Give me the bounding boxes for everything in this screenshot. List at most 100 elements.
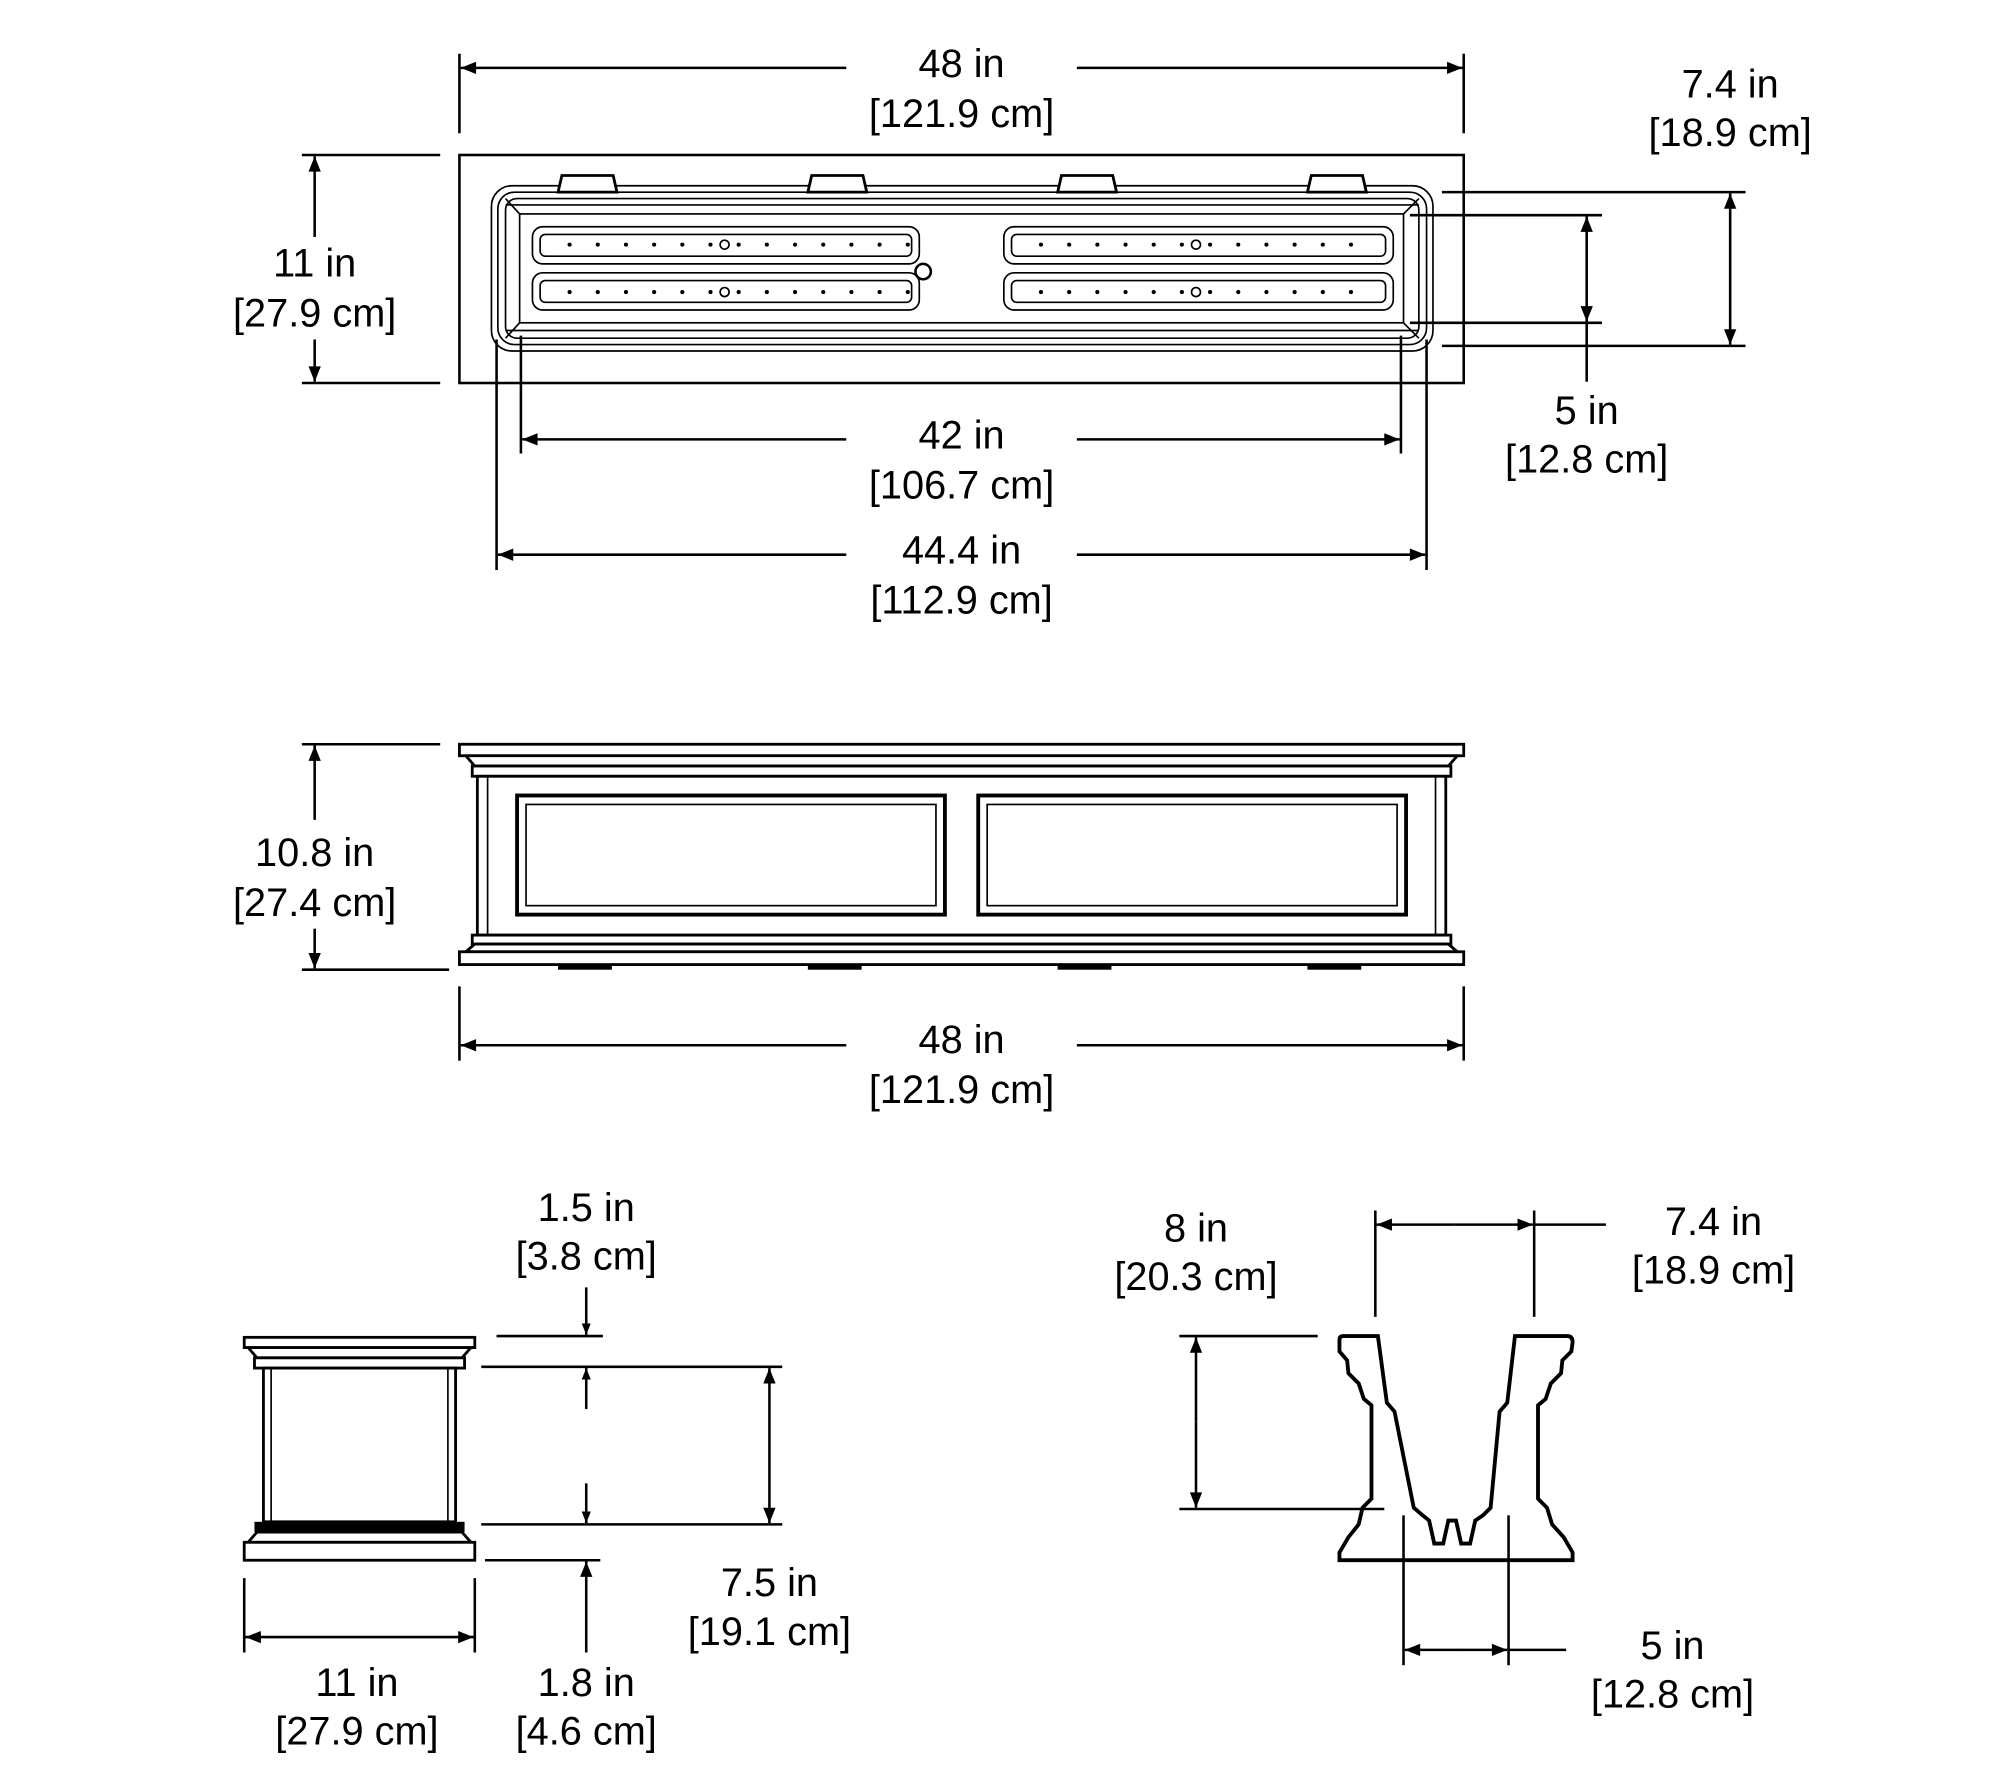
dim-label-cm: [27.4 cm] xyxy=(233,881,396,925)
drain-dot xyxy=(1067,242,1072,247)
drain-dot xyxy=(1236,242,1241,247)
dim-label-cm: [12.8 cm] xyxy=(1591,1673,1754,1717)
dim-side-base: 1.8 in [4.6 cm] xyxy=(485,1558,657,1754)
drain-dot xyxy=(708,290,713,295)
drain-dot xyxy=(821,290,826,295)
dim-label-in: 8 in xyxy=(1164,1206,1228,1250)
dim-label-cm: [18.9 cm] xyxy=(1649,111,1812,155)
profile-section xyxy=(1337,1334,1575,1563)
drain-dot xyxy=(1038,290,1044,295)
dim-label-in: 7.4 in xyxy=(1665,1200,1762,1244)
dim-top-overall-width: 11 in [27.9 cm] xyxy=(233,153,441,385)
drain-dot xyxy=(1348,290,1354,295)
drain-dot xyxy=(623,242,629,247)
drain-dot xyxy=(1348,242,1354,247)
drain-dot xyxy=(764,242,769,247)
drain-dot xyxy=(680,290,685,295)
drain-dot xyxy=(652,290,657,295)
dim-top-inner-width-top: 7.4 in [18.9 cm] xyxy=(1441,62,1812,348)
drain-dot xyxy=(1264,290,1269,295)
drain-dot xyxy=(1292,242,1297,247)
side-view xyxy=(242,1335,477,1562)
drain-plug xyxy=(914,262,933,281)
front-base xyxy=(458,950,1466,966)
drain-dot xyxy=(623,290,629,295)
dim-label-cm: [3.8 cm] xyxy=(516,1234,657,1278)
dim-label-in: 7.4 in xyxy=(1682,62,1779,106)
drain-dot xyxy=(821,242,826,247)
drain-dot xyxy=(1123,242,1128,247)
dim-label-cm: [18.9 cm] xyxy=(1632,1249,1795,1293)
drain-dot xyxy=(1038,242,1044,247)
drain-dot xyxy=(652,242,657,247)
dim-label-cm: [27.9 cm] xyxy=(233,292,396,336)
drain-dot xyxy=(736,242,741,247)
drain-dot xyxy=(567,290,572,295)
dim-label-in: 48 in xyxy=(919,1018,1005,1062)
drain-dot xyxy=(792,242,798,247)
dim-label-in: 1.8 in xyxy=(538,1661,635,1705)
dim-top-overall-length: 48 in [121.9 cm] xyxy=(458,42,1465,136)
dim-top-inner-width-bottom: 5 in [12.8 cm] xyxy=(1409,213,1668,482)
drain-dot xyxy=(736,290,741,295)
drain-dot xyxy=(1179,290,1184,295)
dim-front-length: 48 in [121.9 cm] xyxy=(458,986,1465,1112)
drain-dot xyxy=(849,290,854,295)
drain-dot xyxy=(595,242,600,247)
dim-label-cm: [27.9 cm] xyxy=(275,1710,438,1754)
dim-label-cm: [121.9 cm] xyxy=(869,1068,1054,1112)
drain-dot xyxy=(1179,242,1184,247)
dim-label-in: 42 in xyxy=(919,413,1005,457)
drain-dot xyxy=(1208,242,1213,247)
dim-label-in: 48 in xyxy=(919,42,1005,86)
drain-dot xyxy=(1208,290,1213,295)
drain-dot xyxy=(849,242,854,247)
dim-label-in: 5 in xyxy=(1641,1624,1705,1668)
dim-label-in: 10.8 in xyxy=(255,831,374,875)
drain-dot xyxy=(1095,242,1100,247)
dim-label-in: 1.5 in xyxy=(538,1186,635,1230)
top-basin xyxy=(518,213,1405,324)
drain-dot xyxy=(1095,290,1100,295)
dim-label-in: 7.5 in xyxy=(721,1561,818,1605)
drain-dot xyxy=(877,242,882,247)
drain-dot xyxy=(764,290,769,295)
dim-side-body: 7.5 in [19.1 cm] xyxy=(481,1365,851,1654)
dim-top-inner-length-top: 44.4 in [112.9 cm] xyxy=(495,339,1428,623)
dim-profile-top-width: 7.4 in [18.9 cm] xyxy=(1374,1200,1795,1317)
drain-dot xyxy=(905,242,910,247)
top-view xyxy=(458,153,1465,385)
front-feet xyxy=(558,964,1362,970)
dim-side-width: 11 in [27.9 cm] xyxy=(242,1578,477,1754)
dim-front-height: 10.8 in [27.4 cm] xyxy=(233,742,450,971)
dim-label-in: 11 in xyxy=(273,242,356,286)
dim-label-in: 11 in xyxy=(315,1661,398,1705)
drain-dot xyxy=(1264,242,1269,247)
dim-label-in: 44.4 in xyxy=(902,529,1021,573)
dim-label-cm: [4.6 cm] xyxy=(516,1710,657,1754)
front-body xyxy=(475,774,1448,937)
front-panel-left xyxy=(515,793,947,917)
dim-label-cm: [12.8 cm] xyxy=(1505,438,1668,482)
side-body xyxy=(262,1366,457,1524)
front-panel-right xyxy=(976,793,1408,917)
dim-side-cap: 1.5 in [3.8 cm] xyxy=(496,1186,657,1410)
drain-dot xyxy=(1123,290,1128,295)
dim-label-cm: [106.7 cm] xyxy=(869,463,1054,507)
front-view xyxy=(458,742,1466,970)
top-tabs xyxy=(556,174,1369,194)
drain-dot xyxy=(567,242,572,247)
drain-dot xyxy=(708,242,713,247)
dim-top-inner-length-bottom: 42 in [106.7 cm] xyxy=(519,335,1403,507)
drain-dot xyxy=(1151,242,1156,247)
drainage-troughs xyxy=(531,225,1395,311)
drain-dot xyxy=(1292,290,1297,295)
drain-dot xyxy=(792,290,798,295)
drain-dot xyxy=(1151,290,1156,295)
top-outer-outline xyxy=(458,153,1465,385)
drain-dot xyxy=(680,242,685,247)
dim-label-cm: [20.3 cm] xyxy=(1114,1255,1277,1299)
top-rim xyxy=(490,184,1434,352)
